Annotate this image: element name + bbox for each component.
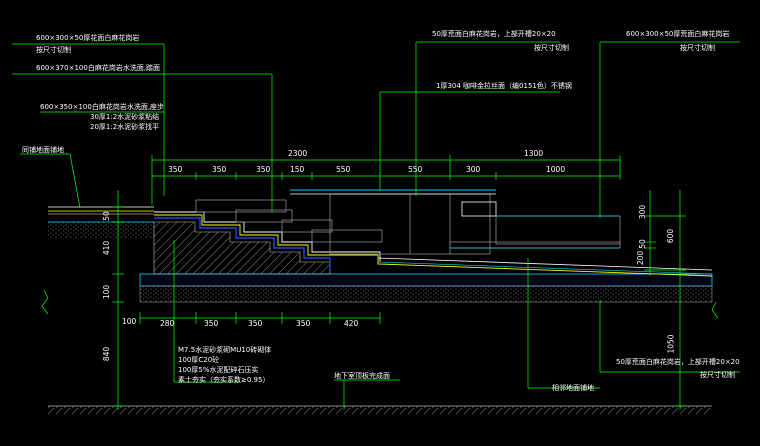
- left-dimension-lines: [112, 190, 124, 410]
- note-top-left-2: 600×370×100白麻花岗岩水洗面,踏面: [36, 64, 161, 72]
- dim-top-4: 150: [290, 165, 305, 174]
- dim-bottom-0: 100: [122, 317, 137, 326]
- note-top-left-1b: 按尺寸切制: [36, 46, 71, 54]
- note-bottom-mid: 地下室顶板完成面: [334, 372, 390, 380]
- dim-bottom-4: 350: [296, 319, 311, 328]
- note-top-mid-1a: 50厚荒面白麻花岗岩，上部开槽20×20: [432, 30, 556, 38]
- note-bottom-right-2b: 按尺寸切制: [700, 371, 735, 379]
- dim-left-d: 840: [102, 346, 112, 362]
- dim-top-7: 300: [466, 165, 481, 174]
- stone-blocks: [195, 199, 383, 243]
- dim-left-b: 410: [102, 240, 112, 256]
- top-dimension-lines: [151, 155, 621, 205]
- dim-right-d: 200: [636, 250, 646, 266]
- dim-overall-right: 1300: [524, 149, 544, 158]
- bottom-dimension-lines: [139, 312, 381, 324]
- dim-overall-left: 2300: [288, 149, 308, 158]
- dim-right-b: 600: [666, 228, 676, 244]
- dim-top-6: 550: [408, 165, 423, 174]
- leader-lines: [12, 41, 740, 410]
- concrete-base: [139, 273, 713, 287]
- gravel-base: [139, 285, 713, 303]
- dim-right-e: 1050: [666, 334, 676, 354]
- note-bottom-1: M7.5水泥砂浆砌MU10砖砌体: [178, 346, 272, 354]
- note-top-left-1a: 600×300×50厚花面白麻花岗岩: [36, 34, 140, 42]
- dim-right-a: 300: [638, 204, 648, 220]
- note-top-mid-1b: 按尺寸切制: [534, 44, 569, 52]
- note-top-mid-2: 1厚304 咖啡金拉丝面（编0151色）不锈钢: [436, 82, 572, 90]
- note-left-3c: 20厚1:2水泥砂浆找平: [90, 123, 160, 131]
- planter-wall: [329, 193, 491, 255]
- dim-left-a: 50: [101, 211, 111, 221]
- screed-line: [154, 214, 713, 277]
- note-bottom-right-2a: 50厚荒面白麻花岗岩，上部开槽20×20: [616, 358, 740, 366]
- left-pavement-base: [48, 222, 154, 238]
- dim-bottom-2: 350: [204, 319, 219, 328]
- compacted-soil: [48, 406, 712, 414]
- right-dimension-lines: [644, 190, 686, 410]
- c20-concrete-line: [154, 217, 331, 270]
- dim-top-2: 350: [212, 165, 227, 174]
- right-stone-cap: [449, 215, 621, 249]
- note-left-3a: 600×350×100白麻花岗岩水洗面,座步: [40, 103, 165, 111]
- dim-top-5: 550: [336, 165, 351, 174]
- brick-masonry: [153, 221, 331, 275]
- dim-bottom-5: 420: [344, 319, 359, 328]
- note-top-right-1b: 按尺寸切制: [680, 44, 715, 52]
- note-left-3b: 30厚1:2水泥砂浆粘结: [90, 113, 160, 121]
- dim-top-8: 1000: [546, 165, 566, 174]
- dim-bottom-1: 280: [160, 319, 175, 328]
- note-bottom-4: 素土夯实（夯实系数≥0.95）: [178, 376, 270, 384]
- dim-right-c: 50: [637, 239, 647, 249]
- dim-bottom-3: 350: [248, 319, 263, 328]
- dim-top-3: 350: [256, 165, 271, 174]
- note-bottom-2: 100厚C20砼: [178, 356, 220, 364]
- note-left-4: 同铺地面铺地: [22, 146, 64, 154]
- dim-top-1: 350: [168, 165, 183, 174]
- note-bottom-right-1: 相邻地面铺地: [552, 384, 594, 392]
- break-lines: [41, 289, 719, 319]
- note-bottom-3: 100厚5%水泥配碎石压实: [178, 366, 259, 374]
- dim-left-c: 100: [102, 284, 112, 300]
- note-top-right-1a: 600×300×50厚荒面白麻花岗岩: [626, 30, 730, 38]
